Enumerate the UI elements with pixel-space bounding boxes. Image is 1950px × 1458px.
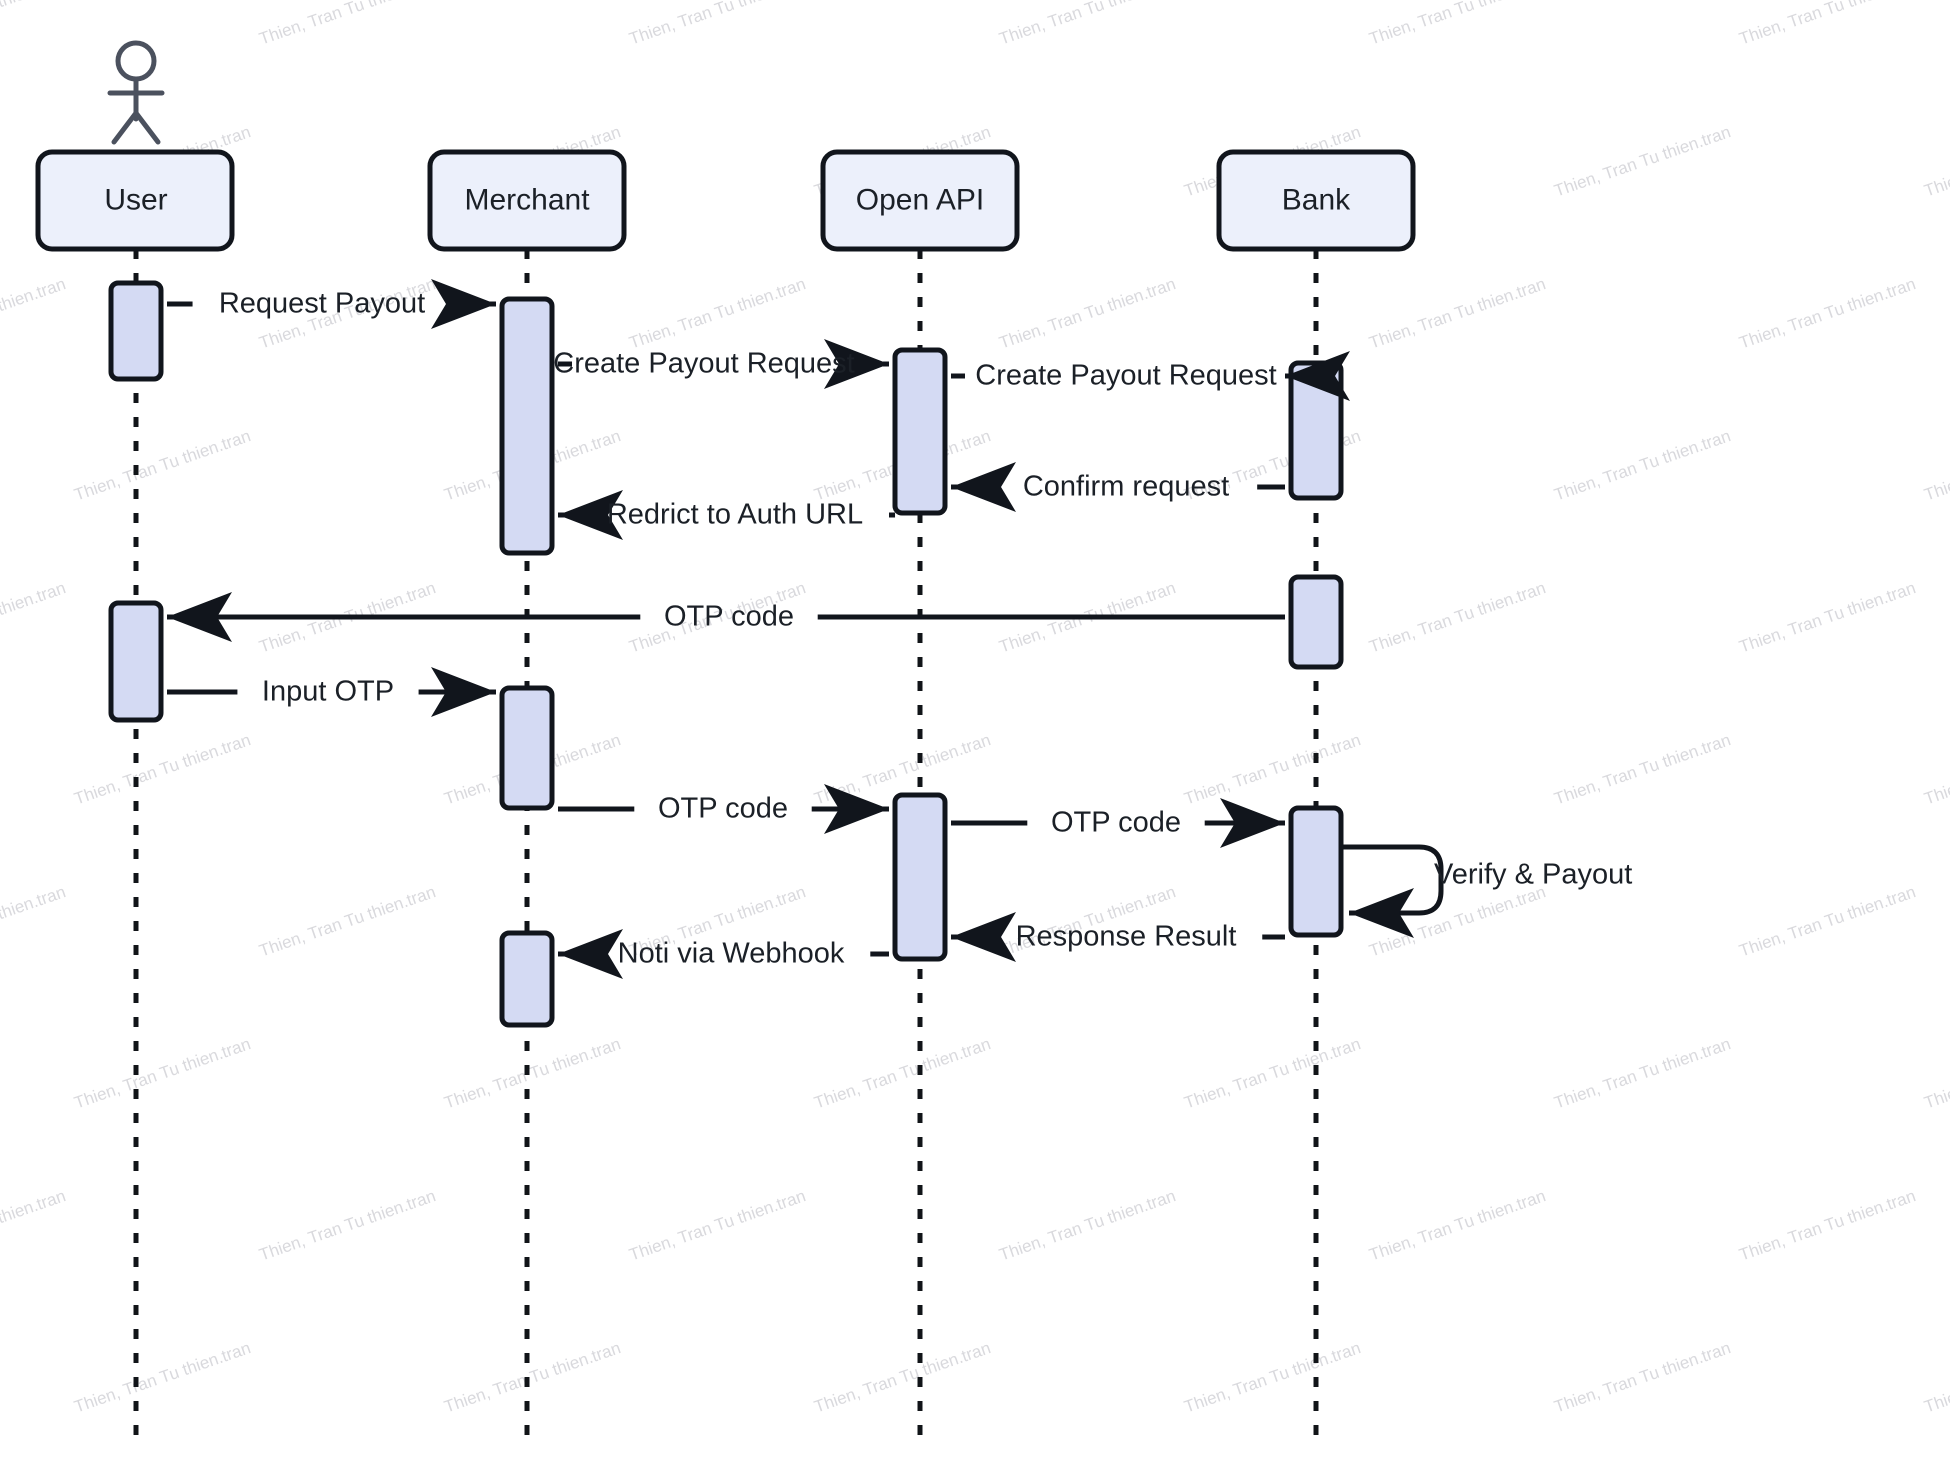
participant-box-user[interactable] [35,149,235,252]
msg-confirm-request: Confirm request [951,462,1285,512]
lifelines-group [133,249,1319,1440]
activation-bar-user [108,280,164,382]
activation-bar-openapi [892,792,948,962]
msg-request-payout-label: Request Payout [219,288,425,320]
participant-merchant[interactable]: Merchant [427,149,627,252]
activation-bar-bank [1288,805,1344,938]
activation-bar-bank [1288,360,1344,501]
activations-group [108,280,1344,1028]
msg-create-payout-request-openapi-bank-label: Create Payout Request [975,360,1276,392]
msg-otp-code-bank-user-label: OTP code [664,601,794,633]
participant-box-openapi[interactable] [820,149,1020,252]
activation-bar-bank [1288,574,1344,670]
participant-label-bank: Bank [1282,183,1351,216]
activation-bar-merchant [499,685,555,811]
msg-otp-code-merchant-openapi: OTP code [558,784,889,834]
msg-verify-and-payout: Verify & Payout [1341,844,1632,938]
msg-otp-code-openapi-bank: OTP code [951,798,1285,848]
msg-verify-and-payout-label: Verify & Payout [1434,859,1632,891]
msg-verify-and-payout-path [1341,844,1444,938]
activation-bar-merchant [499,296,555,556]
msg-otp-code-bank-user: OTP code [167,592,1285,642]
msg-otp-code-openapi-bank-label: OTP code [1051,807,1181,839]
msg-response-result-label: Response Result [1016,921,1237,953]
msg-response-result: Response Result [951,912,1285,962]
msg-create-payout-request-merchant-openapi-label: Create Payout Request [553,348,854,380]
participant-bank[interactable]: Bank [1216,149,1416,252]
activation-bar-merchant [499,930,555,1028]
participant-label-openapi: Open API [856,183,984,216]
msg-create-payout-request-openapi-bank: Create Payout Request [951,351,1350,401]
msg-noti-via-webhook-label: Noti via Webhook [618,938,845,970]
participant-box-merchant[interactable] [427,149,627,252]
msg-redrict-to-auth-url-label: Redrict to Auth URL [607,499,863,531]
stick-figure-actor-icon [107,40,165,145]
participant-box-bank[interactable] [1216,149,1416,252]
activation-bar-openapi [892,347,948,516]
msg-create-payout-request-merchant-openapi: Create Payout Request [553,339,889,389]
msg-request-payout: Request Payout [167,279,496,329]
msg-confirm-request-label: Confirm request [1023,471,1229,503]
msg-input-otp-label: Input OTP [262,676,394,708]
participant-boxes-group: User Merchant Open API Bank [35,149,1416,252]
participant-openapi[interactable]: Open API [820,149,1020,252]
activation-bar-user [108,600,164,723]
participant-label-user: User [104,183,167,216]
msg-input-otp: Input OTP [167,667,496,717]
participant-label-merchant: Merchant [464,183,590,216]
participant-user[interactable]: User [35,149,235,252]
msg-noti-via-webhook: Noti via Webhook [558,929,889,979]
msg-otp-code-merchant-openapi-label: OTP code [658,793,788,825]
msg-redrict-to-auth-url: Redrict to Auth URL [558,490,896,540]
